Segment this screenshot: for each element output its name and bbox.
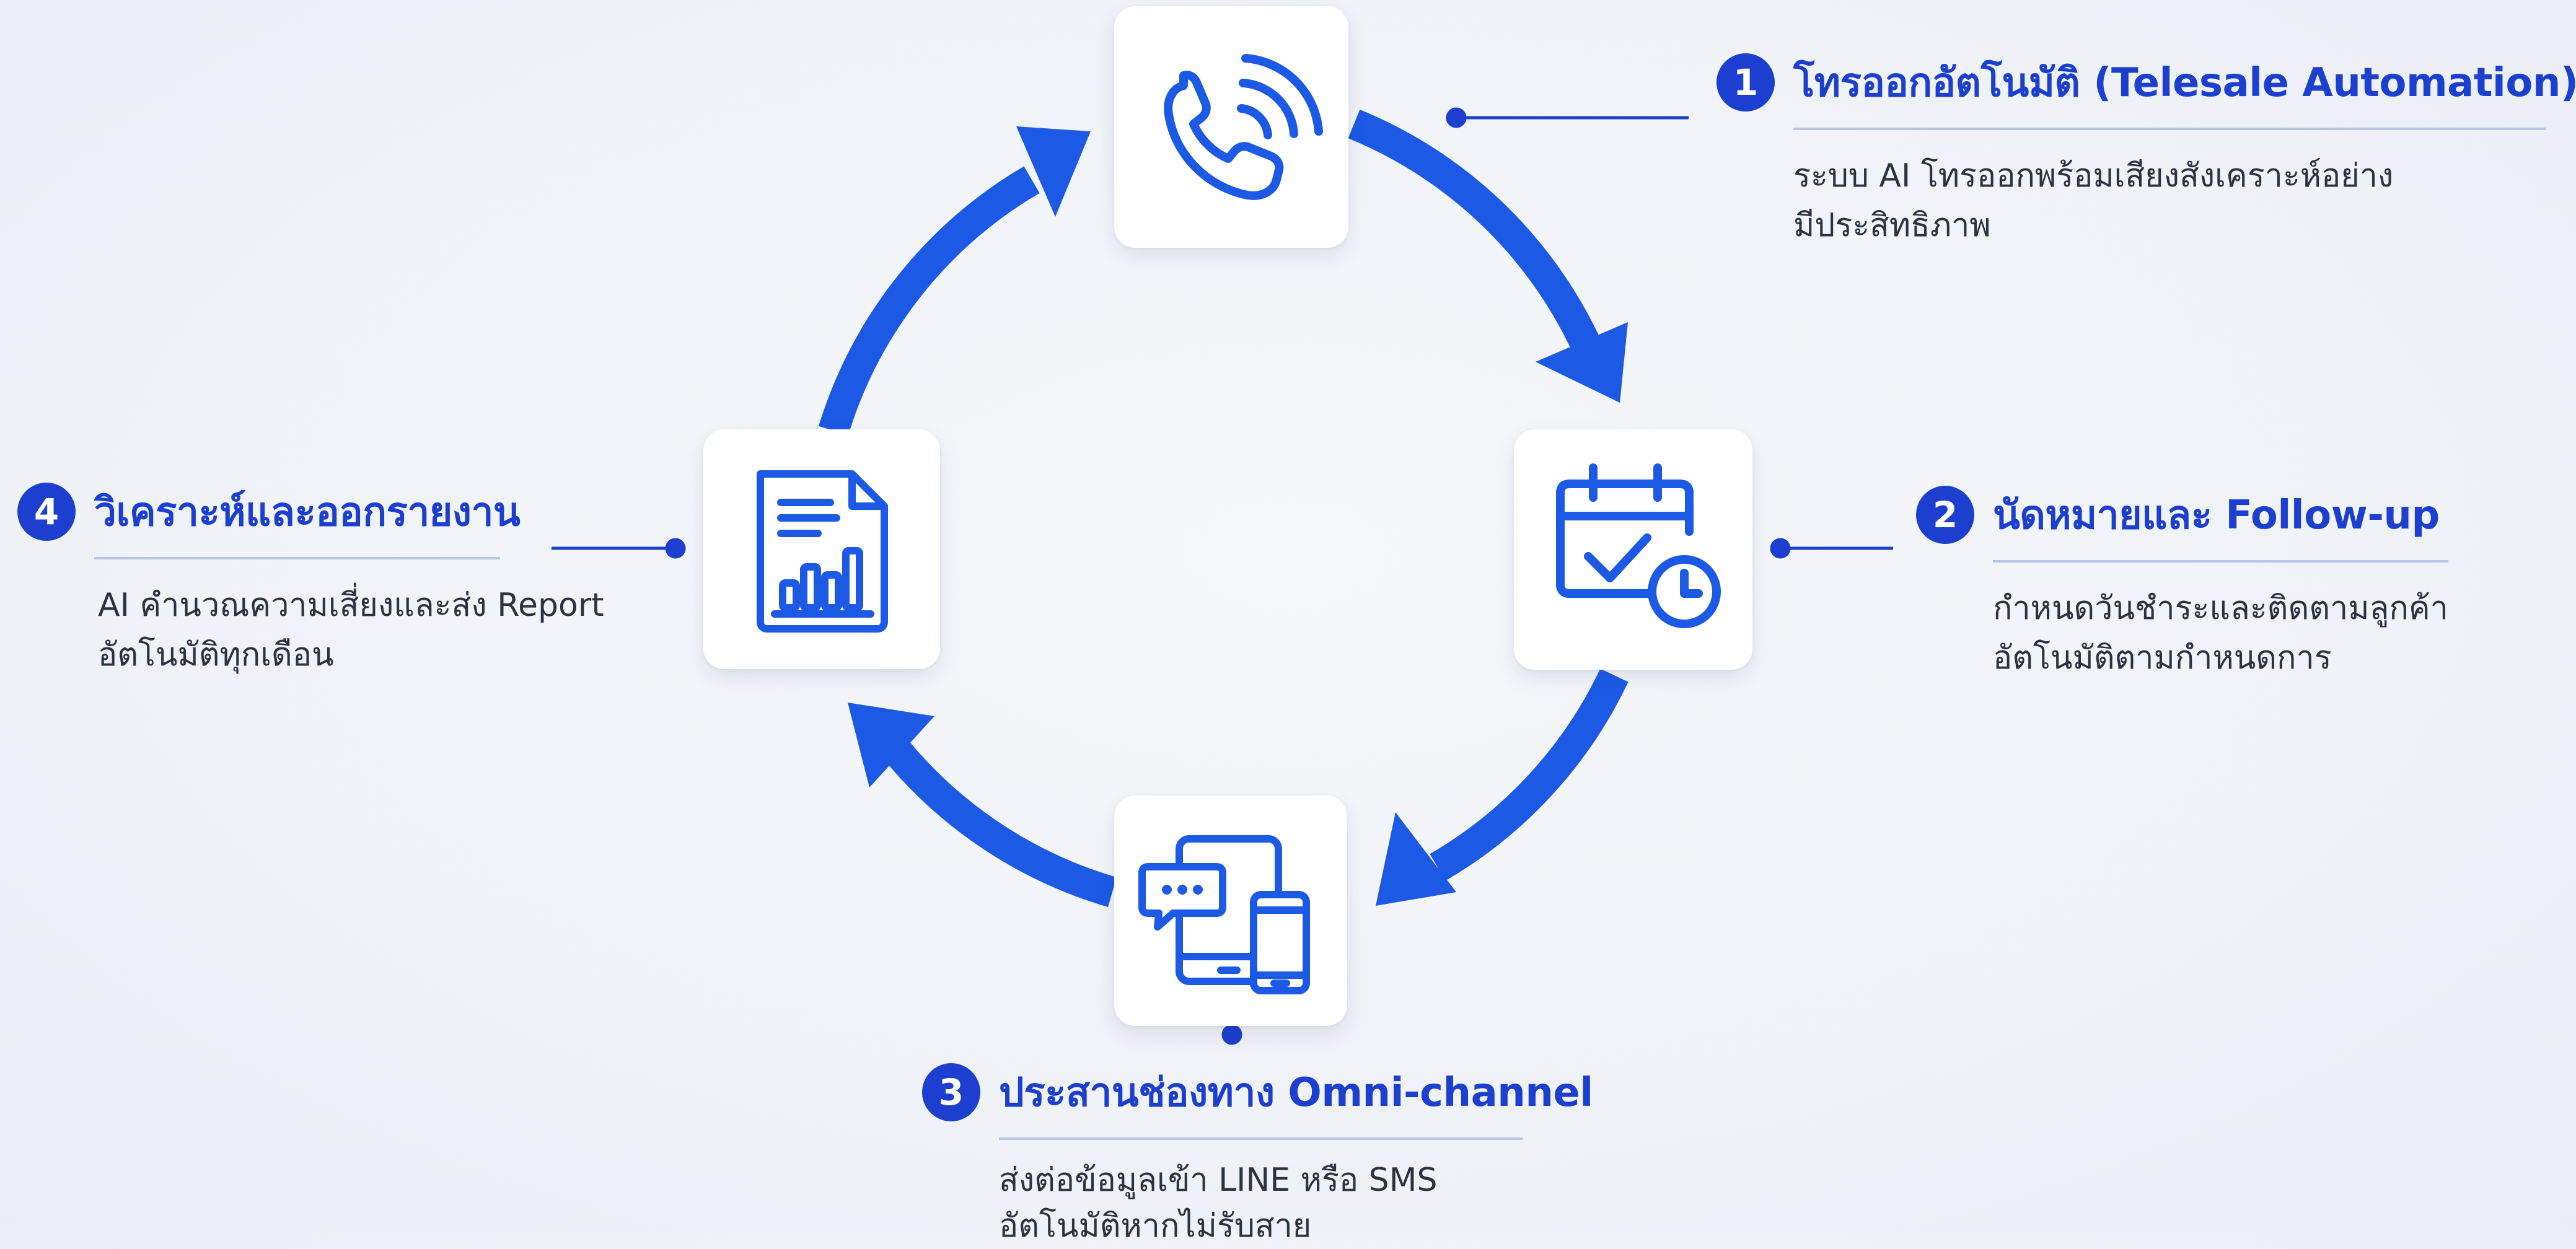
step-3-desc-line-1: ส่งต่อข้อมูลเข้า LINE หรือ SMS [999,1162,1438,1199]
step-1-title: โทรออกอัตโนมัติ (Telesale Automation) [1793,60,2576,106]
step-4-description: AI คำนวณความเสี่ยงและส่ง Report อัตโนมัต… [98,581,637,680]
node-phone [1114,6,1348,248]
step-2-desc-line-2: อัตโนมัติตามกำหนดการ [1993,639,2332,677]
step-3-divider [999,1137,1523,1140]
report-chart-icon [757,470,888,633]
step-4-divider [94,557,500,559]
step-1-header: 1 โทรออกอัตโนมัติ (Telesale Automation) [1717,51,2576,114]
step-1: 1 โทรออกอัตโนมัติ (Telesale Automation) … [1717,51,2576,250]
step-4-badge: 4 [17,483,76,541]
step-3-title: ประสานช่องทาง Omni-channel [999,1070,1593,1116]
step-1-desc-line-1: ระบบ AI โทรออกพร้อมเสียงสังเคราะห์อย่าง [1793,157,2394,195]
connector-4-dot [665,538,686,559]
arrow-heads [848,126,1628,906]
step-2: 2 นัดหมายและ Follow-up กำหนดวันชำระและติ… [1916,483,2567,683]
step-4-title: วิเคราะห์และออกรายงาน [94,489,521,535]
node-devices [1114,795,1347,1026]
step-2-title: นัดหมายและ Follow-up [1993,493,2440,538]
arrow-devices-to-report [874,727,1117,907]
step-1-badge: 1 [1717,53,1775,112]
step-3-description: ส่งต่อข้อมูลเข้า LINE หรือ SMS อัตโนมัติ… [999,1157,1604,1249]
connector-2-dot [1770,538,1791,559]
arrow-phone-to-calendar [1348,109,1607,366]
step-2-header: 2 นัดหมายและ Follow-up [1916,483,2567,546]
connectors [552,107,1893,1045]
step-4-desc-line-1: AI คำนวณความเสี่ยงและส่ง Report [98,587,604,624]
step-2-badge: 2 [1916,486,1974,544]
arrow-report-to-phone [819,166,1040,436]
calendar-clock-icon [1556,463,1721,628]
step-3-header: 3 ประสานช่องทาง Omni-channel [922,1061,1604,1124]
node-calendar [1514,429,1752,670]
arrow-calendar-to-devices [1430,668,1629,881]
step-4-header: 4 วิเคราะห์และออกรายงาน [17,480,637,543]
arrowhead-1 [1536,322,1628,403]
step-1-divider [1793,128,2546,130]
step-1-description: ระบบ AI โทรออกพร้อมเสียงสังเคราะห์อย่าง … [1793,151,2547,250]
step-3: 3 ประสานช่องทาง Omni-channel ส่งต่อข้อมู… [922,1061,1604,1249]
step-4-desc-line-2: อัตโนมัติทุกเดือน [98,636,334,673]
cycle-arrows [819,109,1629,907]
step-3-desc-line-2: อัตโนมัติหากไม่รับสาย [999,1207,1312,1245]
step-4: 4 วิเคราะห์และออกรายงาน AI คำนวณความเสี่… [17,480,637,680]
step-3-badge: 3 [922,1063,980,1121]
chat-tablet-phone-icon [1138,835,1310,994]
connector-3-dot [1221,1024,1242,1045]
arrowhead-3 [848,703,934,787]
step-2-description: กำหนดวันชำระและติดตามลูกค้า อัตโนมัติตาม… [1993,584,2567,683]
arrowhead-4 [1016,126,1091,217]
arrowhead-2 [1376,812,1456,906]
step-2-desc-line-1: กำหนดวันชำระและติดตามลูกค้า [1993,590,2448,627]
step-1-desc-line-2: มีประสิทธิภาพ [1793,207,1991,244]
step-2-divider [1993,560,2448,563]
node-report [703,429,940,669]
connector-1-dot [1446,107,1467,128]
phone-icon [1164,54,1323,200]
